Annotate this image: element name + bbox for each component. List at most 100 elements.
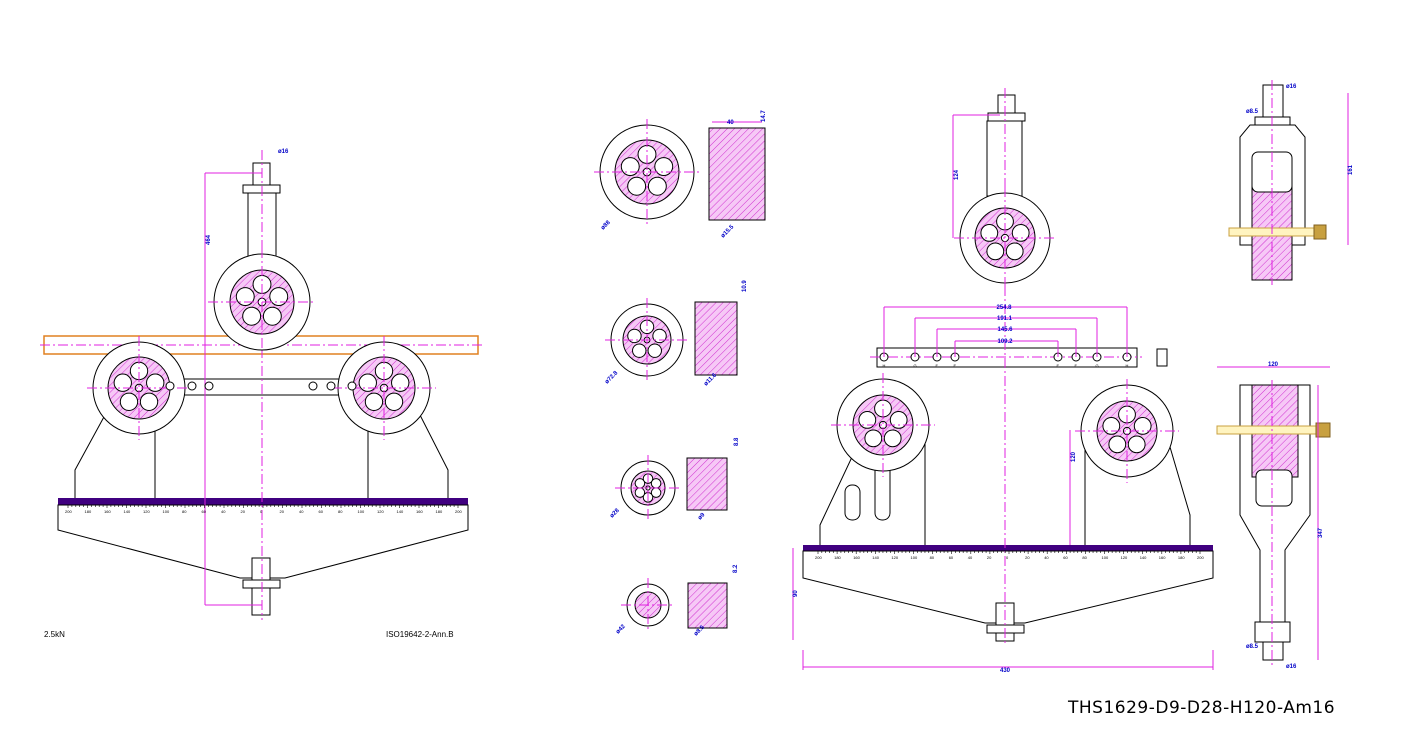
scale-label: 180: [436, 509, 443, 514]
bottom-side-knob: [1315, 422, 1331, 438]
dim-pulley-1-dia: ø88: [600, 219, 612, 231]
scale-label: 140: [397, 509, 404, 514]
scale-bar: [803, 545, 1213, 551]
base-beam: [802, 550, 1214, 624]
dim-roller-height: 120: [1071, 451, 1077, 462]
pulley-hole: [1108, 435, 1127, 454]
scale-label: 160: [104, 509, 111, 514]
pulley-hole: [242, 306, 262, 326]
scale-bar: [58, 498, 468, 505]
scale-label: 120: [891, 555, 898, 560]
dim-height: 464: [206, 234, 212, 245]
span-label: 254.8: [997, 305, 1013, 311]
scale-label: 120: [143, 509, 150, 514]
dim-side-bottom-pin: ø16: [1286, 664, 1297, 670]
standard-label: ISO19642-2-Ann.B: [386, 630, 454, 639]
pulley-hole: [647, 343, 662, 358]
dim-pulley-4-dia: ø42: [615, 623, 627, 635]
pulley-1-side: [708, 127, 766, 221]
scale-label: 80: [930, 555, 935, 560]
scale-label: 180: [1178, 555, 1185, 560]
hole-mark: F: [1075, 363, 1078, 368]
pulley-hole: [634, 487, 646, 498]
dim-pulley-1-groove-dia: ø15.5: [720, 224, 736, 240]
pulley-hole: [889, 411, 908, 429]
pulley-hole: [146, 373, 165, 392]
hole-mark: G: [1096, 363, 1099, 368]
support-slot: [844, 484, 861, 521]
pulley-hole: [358, 373, 377, 392]
hole-mark: G: [914, 363, 917, 368]
pulley-hole: [864, 429, 883, 448]
scale-label: 80: [182, 509, 187, 514]
scale-label: 100: [1102, 555, 1109, 560]
dim-pulley-2-dia: ø72.8: [604, 370, 620, 386]
pulley-hole: [1005, 242, 1024, 261]
scale-label: 20: [987, 555, 992, 560]
dim-pulley-1-width: 40: [727, 120, 734, 126]
pulley-2-side: [694, 301, 738, 376]
pulley-hole: [364, 392, 384, 411]
pulley-hole: [113, 373, 132, 392]
scale-label: 80: [338, 509, 343, 514]
top-side-pin: [1262, 84, 1284, 118]
pulley-hole: [647, 176, 667, 196]
dim-side-height: 347: [1318, 527, 1324, 538]
scale-label: 60: [1063, 555, 1068, 560]
bar-hole: [204, 381, 214, 391]
bar-section: [1156, 348, 1168, 367]
pulley-details: 40 14.7 ø88 ø15.5 10.9 ø72.8 ø11.6 8.8 ø…: [600, 110, 767, 638]
pulley-hole: [986, 242, 1005, 261]
scale-label: 40: [299, 509, 304, 514]
scale-label: 100: [358, 509, 365, 514]
scale-label: 200: [455, 509, 462, 514]
scale-label: 160: [853, 555, 860, 560]
pulley-hole: [269, 287, 289, 307]
pulley-hole: [632, 343, 647, 358]
pulley-hole: [1011, 224, 1030, 242]
dim-top-height: 124: [954, 169, 960, 180]
hole-mark: E: [954, 363, 957, 368]
bar-hole: [326, 381, 336, 391]
scale-label: 20: [280, 509, 285, 514]
scale-label: 120: [377, 509, 384, 514]
scale-label: 80: [1082, 555, 1087, 560]
scale-label: 20: [1025, 555, 1030, 560]
scale-label: 20: [241, 509, 246, 514]
scale-label: 160: [1159, 555, 1166, 560]
pulley-hole: [652, 328, 667, 344]
dim-base-height: 90: [793, 590, 799, 597]
scale-label: 100: [911, 555, 918, 560]
hole-mark: E: [1057, 363, 1060, 368]
scale-label: 180: [85, 509, 92, 514]
pulley-hole: [620, 157, 640, 177]
side-views: 161 ø16 ø8.5 120 347 ø8.5 ø16: [1216, 80, 1354, 670]
top-hook-pin: [997, 94, 1016, 116]
pulley-hole: [627, 176, 647, 196]
pulley-hole: [235, 287, 255, 307]
pulley-hole: [384, 392, 404, 411]
dim-side-width: 120: [1268, 362, 1279, 368]
dim-pulley-3-dia: ø28: [609, 507, 621, 519]
pulley-hole: [139, 392, 159, 411]
bar-hole: [187, 381, 197, 391]
drawing-number: THS1629-D9-D28-H120-Am16: [1067, 698, 1335, 718]
left-support: [74, 414, 156, 501]
scale-label: 40: [1044, 555, 1049, 560]
pulley-hole: [1127, 435, 1146, 454]
scale-label: 60: [319, 509, 324, 514]
scale-label: 40: [968, 555, 973, 560]
dim-pulley-4-groove-depth: 8.2: [733, 564, 739, 573]
pulley-hole: [634, 478, 646, 489]
bar-hole: [347, 381, 357, 391]
pulley-hole: [627, 328, 642, 344]
bottom-side-bolt: [1216, 425, 1318, 435]
pulley-hole: [1102, 417, 1121, 435]
scale-label: 60: [949, 555, 954, 560]
dim-side-top-height: 161: [1348, 164, 1354, 175]
bar-hole: [308, 381, 318, 391]
scale-label: 140: [872, 555, 879, 560]
bottom-side-pin: [1262, 641, 1284, 661]
scale-label: 200: [65, 509, 72, 514]
